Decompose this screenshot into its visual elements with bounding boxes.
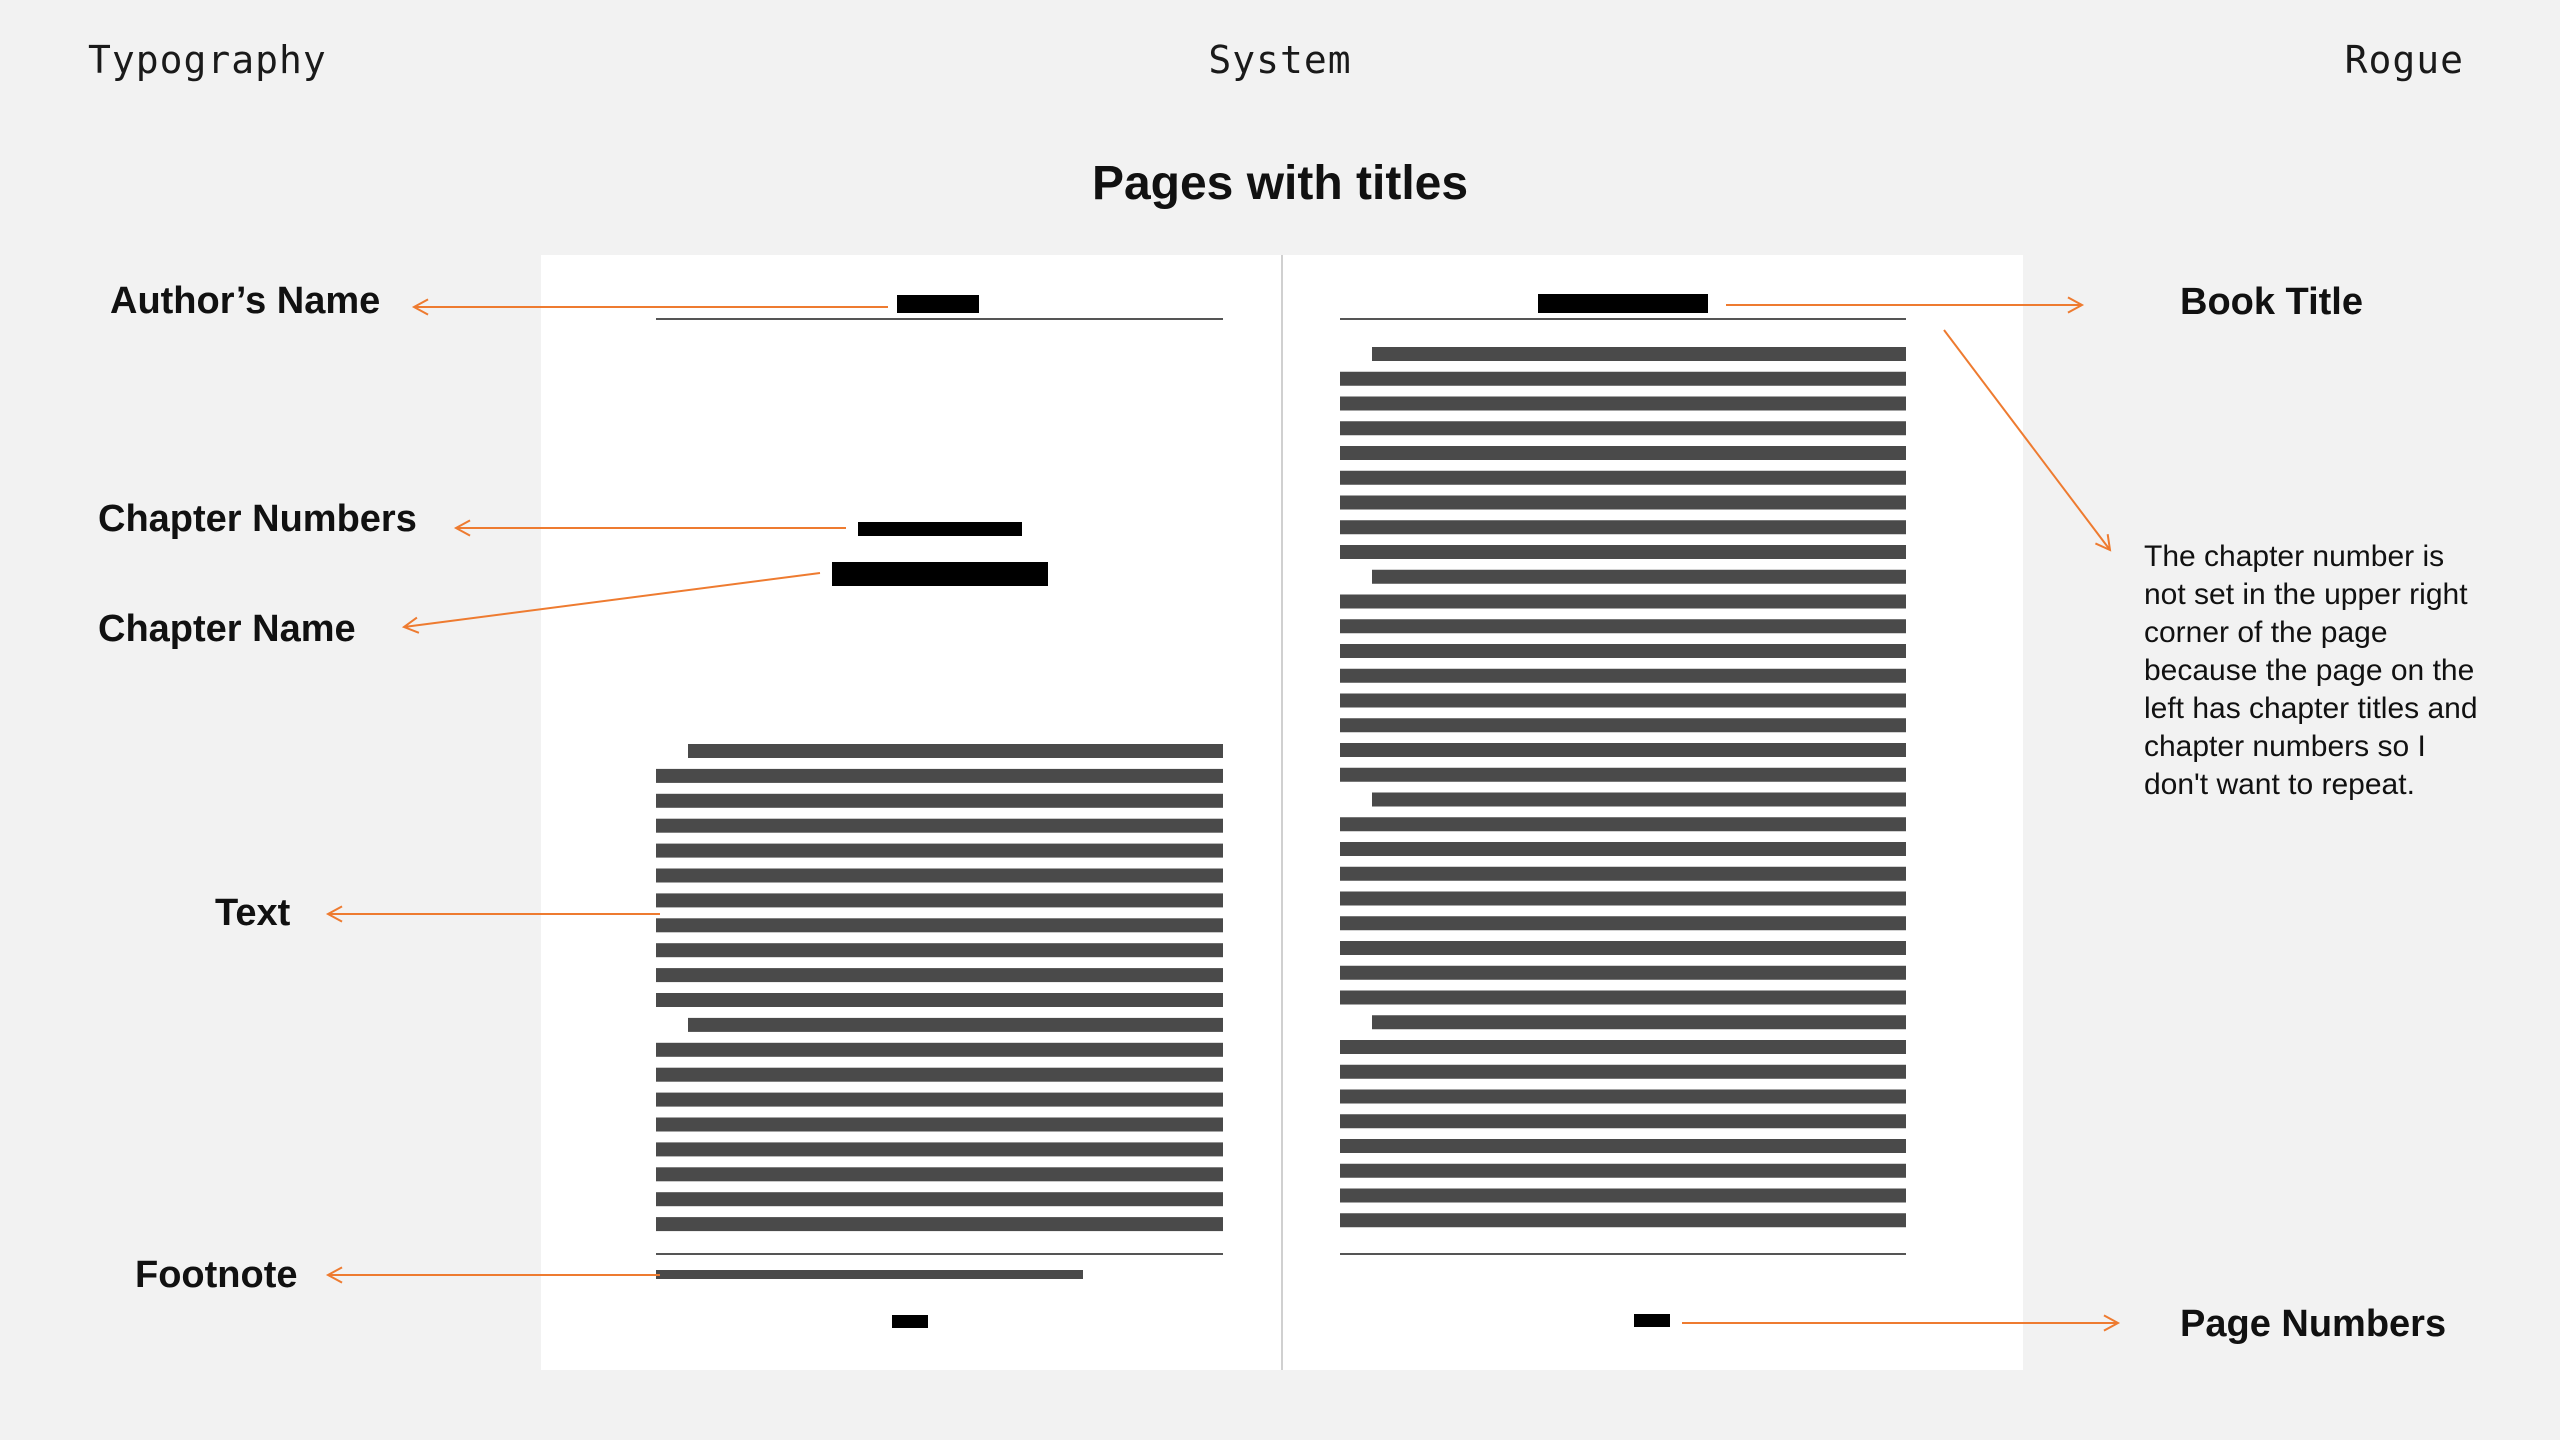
left-text-line	[688, 1017, 1223, 1032]
right-text-line	[1340, 1089, 1906, 1104]
left-text-line	[656, 918, 1223, 933]
left-text-line	[656, 1042, 1223, 1057]
arrow-note	[1943, 329, 2111, 551]
left-page-number	[892, 1315, 928, 1328]
right-text-line	[1340, 644, 1906, 658]
right-text-line	[1340, 817, 1906, 832]
right-running-head-title	[1538, 294, 1708, 313]
left-text-line	[656, 1192, 1223, 1207]
right-text-line	[1340, 668, 1906, 683]
right-text-line	[1340, 619, 1906, 634]
right-text-line	[1340, 470, 1906, 485]
right-text-line	[1372, 792, 1906, 807]
right-text-line	[1340, 916, 1906, 931]
right-text-line	[1372, 1015, 1906, 1030]
left-text-line	[656, 993, 1223, 1007]
footnote-line	[656, 1270, 1083, 1279]
right-text-line	[1340, 1064, 1906, 1079]
left-text-line	[656, 843, 1223, 858]
label-page-numbers: Page Numbers	[2180, 1303, 2447, 1345]
header-left-text: Typography	[88, 38, 327, 82]
left-running-head-author	[897, 295, 979, 313]
right-text-line	[1340, 396, 1906, 411]
chapter-name-block	[832, 562, 1048, 586]
right-text-line	[1340, 693, 1906, 708]
page-gutter	[1281, 255, 1283, 1370]
arrow-chapter-numbers-head	[453, 519, 471, 537]
left-text-line	[656, 793, 1223, 808]
arrow-chapter-name	[403, 572, 821, 628]
arrow-text-head	[325, 905, 343, 923]
right-text-line	[1372, 347, 1906, 361]
left-text-line	[656, 1167, 1223, 1182]
annotation-note: The chapter number is not set in the upp…	[2144, 540, 2478, 801]
header-right-text: Rogue	[2344, 38, 2464, 82]
right-text-line	[1340, 421, 1906, 436]
left-text-line	[656, 943, 1223, 958]
arrow-page-numbers-head	[2103, 1314, 2121, 1332]
arrow-footnote-head	[325, 1266, 343, 1284]
diagram-title: Pages with titles	[1091, 157, 1469, 210]
left-text-line	[656, 1092, 1223, 1107]
right-text-line	[1340, 842, 1906, 856]
label-author-name: Author’s Name	[110, 280, 381, 322]
right-text-line	[1340, 891, 1906, 906]
right-text-line	[1340, 743, 1906, 757]
right-text-line	[1340, 495, 1906, 510]
right-text-line	[1340, 1139, 1906, 1153]
right-text-line	[1340, 1213, 1906, 1228]
left-text-line	[656, 818, 1223, 833]
left-text-line	[656, 868, 1223, 883]
left-text-line	[656, 1117, 1223, 1132]
right-text-line	[1340, 1040, 1906, 1054]
left-text-line	[688, 744, 1223, 758]
right-text-line	[1340, 1114, 1906, 1129]
right-text-line	[1340, 594, 1906, 609]
left-text-line	[656, 1217, 1223, 1232]
right-page-number	[1634, 1314, 1670, 1327]
right-text-line	[1340, 965, 1906, 980]
chapter-number-block	[858, 522, 1022, 536]
right-text-line	[1340, 990, 1906, 1005]
left-text-line	[656, 1142, 1223, 1157]
label-book-title: Book Title	[2180, 281, 2363, 323]
label-footnote: Footnote	[135, 1254, 298, 1296]
arrow-note-head	[2095, 534, 2112, 552]
right-text-line	[1340, 1188, 1906, 1203]
label-chapter-numbers: Chapter Numbers	[98, 498, 417, 540]
right-text-line	[1340, 1163, 1906, 1178]
right-text-line	[1340, 520, 1906, 535]
right-text-line	[1340, 446, 1906, 460]
label-text: Text	[215, 892, 291, 934]
right-text-line	[1340, 866, 1906, 881]
right-text-line	[1340, 941, 1906, 955]
right-text-line	[1340, 371, 1906, 386]
label-chapter-name: Chapter Name	[98, 608, 356, 650]
arrow-author-name-head	[411, 298, 429, 316]
right-text-line	[1340, 545, 1906, 559]
arrow-book-title-head	[2067, 296, 2085, 314]
left-text-line	[656, 968, 1223, 983]
right-text-line	[1372, 569, 1906, 584]
left-text-line	[656, 893, 1223, 908]
right-text-line	[1340, 718, 1906, 733]
header-center-text: System	[1208, 38, 1352, 82]
arrow-chapter-name-head	[401, 616, 420, 634]
left-text-line	[656, 768, 1223, 783]
left-text-line	[656, 1067, 1223, 1082]
right-text-line	[1340, 767, 1906, 782]
